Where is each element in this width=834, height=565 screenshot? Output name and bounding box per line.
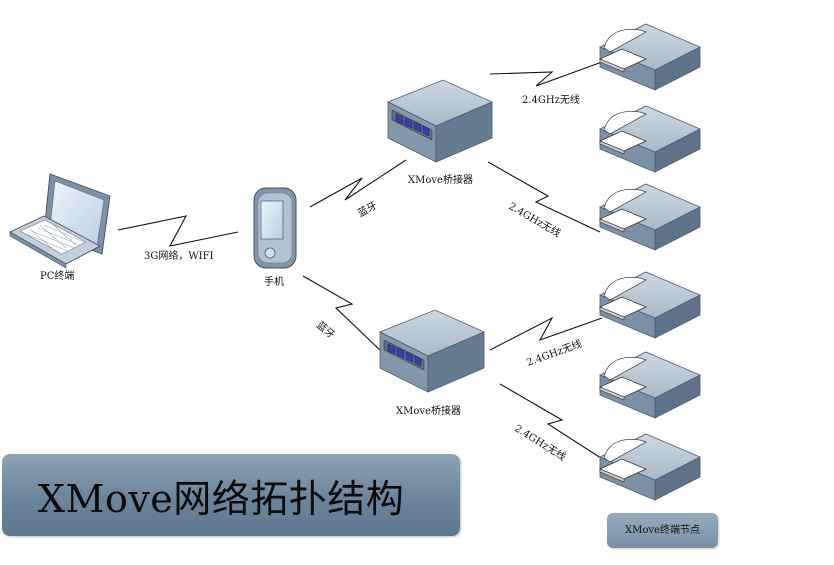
link-pc-phone — [117, 215, 239, 247]
label-link-phone-bridge-top: 蓝牙 — [356, 200, 379, 220]
link-bridge-top-terminal-1 — [489, 61, 603, 87]
terminal-node-2 — [599, 105, 701, 173]
terminal-node-3 — [599, 183, 701, 251]
link-bridge-bottom-terminal-6 — [499, 383, 605, 461]
diagram-title: XMove网络拓扑结构 — [38, 477, 405, 521]
label-link-phone-bridge-bottom: 蓝牙 — [314, 319, 337, 341]
terminal-node-4 — [599, 271, 701, 339]
terminal-node-6 — [599, 433, 701, 501]
bridge-device-bottom — [379, 309, 485, 393]
laptop-icon — [9, 173, 111, 269]
label-phone: 手机 — [264, 275, 284, 288]
title-banner — [2, 454, 460, 536]
label-bridge-top: XMove桥接器 — [408, 173, 473, 186]
link-phone-bridge-top — [309, 159, 407, 208]
label-link-bridge-top-terminal-1: 2.4GHz无线 — [522, 93, 580, 106]
link-phone-bridge-bottom — [302, 275, 383, 353]
label-link-bridge-bottom-terminal-4: 2.4GHz无线 — [525, 337, 584, 369]
label-link-bridge-top-terminal-3: 2.4GHz无线 — [507, 199, 564, 239]
terminal-node-5 — [599, 351, 701, 419]
label-bridge-bottom: XMove桥接器 — [396, 404, 461, 417]
phone-icon — [253, 187, 297, 269]
label-link-pc-phone: 3G网络，WIFI — [144, 249, 214, 262]
link-bridge-bottom-terminal-4 — [489, 316, 603, 351]
link-bridge-top-terminal-3 — [487, 161, 601, 233]
terminal-node-legend — [607, 513, 718, 548]
label-pc: PC终端 — [40, 269, 74, 282]
label-link-bridge-bottom-terminal-6: 2.4GHz无线 — [512, 422, 568, 464]
terminal-node-legend-label: XMove终端节点 — [625, 525, 700, 536]
bridge-device-top — [387, 79, 493, 163]
terminal-node-1 — [599, 23, 701, 91]
